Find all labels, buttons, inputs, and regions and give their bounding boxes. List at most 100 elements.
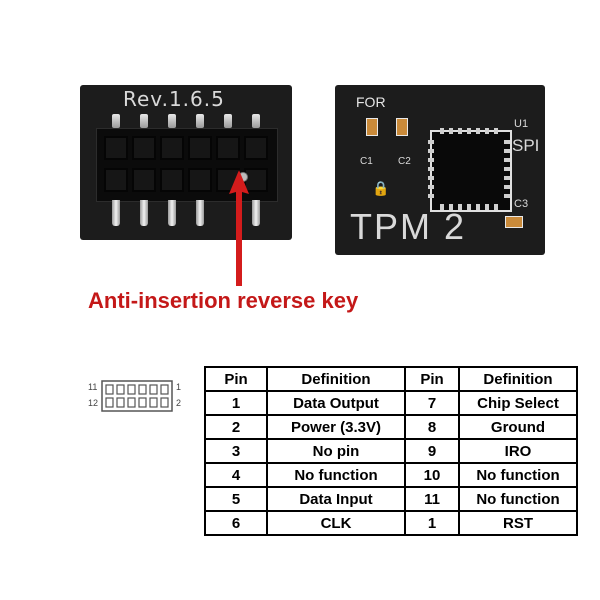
diagram-pin [105,384,114,395]
chip-pad [476,204,480,210]
pin-cell: 4 [204,462,268,488]
chip-pad [504,149,510,153]
pin-label-1: 1 [176,382,182,392]
definition-cell: RST [458,510,578,536]
chip-pad [440,204,444,210]
pin-cell: 1 [204,390,268,416]
chip-pad [458,204,462,210]
header-pin-top [252,114,260,128]
pin-label-11: 11 [88,382,98,392]
definition-cell: Power (3.3V) [266,414,406,440]
header-socket [132,168,156,192]
table-row: 4 No function 10 No function [204,462,578,488]
diagram-pin [105,397,114,408]
diagram-pin [149,384,158,395]
definition-cell: Data Output [266,390,406,416]
silkscreen-c2: C2 [398,156,411,167]
chip-pad [504,167,510,171]
pin-label-12: 12 [88,398,99,408]
chip-pad [494,204,498,210]
diagram-pin [160,397,169,408]
pin-cell: 5 [204,486,268,512]
silkscreen-u1: U1 [514,118,529,130]
pin-cell: 7 [404,390,460,416]
diagram-pin [138,397,147,408]
header-socket [160,168,184,192]
header-socket [188,168,212,192]
diagram-pin [127,384,136,395]
silkscreen-spi: SPI [512,136,540,155]
diagram-pin [160,384,169,395]
diagram-pin [116,384,125,395]
table-row: 5 Data Input 11 No function [204,486,578,512]
definition-cell: Ground [458,414,578,440]
definition-cell: IRO [458,438,578,464]
header-socket [216,136,240,160]
header-pin-top [224,114,232,128]
pin-cell: 9 [404,438,460,464]
header-socket [244,136,268,160]
pin-cell: 6 [204,510,268,536]
chip-pad [467,128,471,134]
pin-label-2: 2 [176,398,182,408]
header-pin-top [140,114,148,128]
header-pin-bottom [252,200,260,226]
pin-cell: 2 [204,414,268,440]
definition-cell: CLK [266,510,406,536]
header-pin: Pin [204,366,268,392]
header-socket [160,136,184,160]
header-socket [188,136,212,160]
table-row: 1 Data Output 7 Chip Select [204,390,578,416]
pinout-diagram-icon [101,380,173,412]
table-row: 6 CLK 1 RST [204,510,578,536]
header-definition: Definition [458,366,578,392]
chip-pad [428,194,434,198]
table-row: 2 Power (3.3V) 8 Ground [204,414,578,440]
chip-pad [428,176,434,180]
header-pin-bottom [168,200,176,226]
pinout-table: Pin Definition Pin Definition 1 Data Out… [204,366,578,536]
header-socket [104,136,128,160]
definition-cell: Chip Select [458,390,578,416]
header-pin-top [196,114,204,128]
chip-pad [428,140,434,144]
header-socket [104,168,128,192]
lock-icon: 🔒 [372,180,390,196]
header-definition: Definition [266,366,406,392]
pin-cell: 11 [404,486,460,512]
tpm-chip [428,128,512,212]
header-socket [244,168,268,192]
definition-cell: No function [458,486,578,512]
header-pin-top [168,114,176,128]
chip-pad [504,185,510,189]
chip-pad [494,128,498,134]
arrow-up-icon [229,170,249,286]
capacitor-c3 [505,216,523,228]
silkscreen-c1: C1 [360,156,373,167]
chip-pad [504,140,510,144]
chip-pad [449,204,453,210]
definition-cell: No function [266,462,406,488]
diagram-pin [116,397,125,408]
chip-pad [428,158,434,162]
chip-pad [504,176,510,180]
chip-pad [428,167,434,171]
header-pin-top [112,114,120,128]
table-row: 3 No pin 9 IRO [204,438,578,464]
anti-insertion-callout: Anti-insertion reverse key [88,288,359,313]
silkscreen-for: FOR [356,94,386,110]
pin-cell: 3 [204,438,268,464]
definition-cell: No pin [266,438,406,464]
revision-label: Rev.1.6.5 [123,87,225,111]
header-pin: Pin [404,366,460,392]
definition-cell: No function [458,462,578,488]
capacitor-c2 [396,118,408,136]
chip-pad [458,128,462,134]
pin-cell: 10 [404,462,460,488]
diagram-pin [127,397,136,408]
chip-pad [428,149,434,153]
chip-pad [485,204,489,210]
diagram-pin [138,384,147,395]
silkscreen-tpm: TPM 2 [350,206,467,247]
header-pin-bottom [112,200,120,226]
